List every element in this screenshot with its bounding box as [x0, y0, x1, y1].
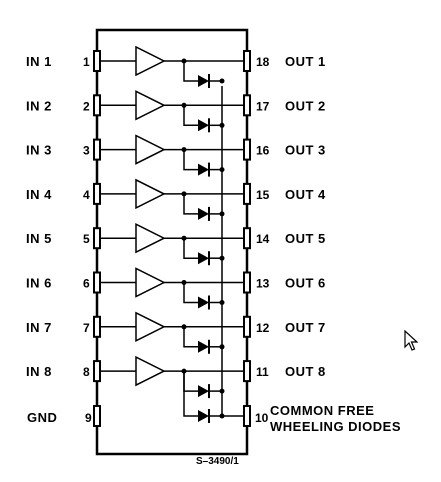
diode-2-triangle	[198, 119, 209, 132]
output-label-7: OUT 7	[285, 320, 326, 335]
input-pin-lead-5	[93, 227, 101, 250]
ic-package-body	[95, 28, 249, 456]
rail-node-6	[219, 300, 225, 305]
gnd-pin-number: 9	[85, 411, 92, 425]
input-label-4: IN 4	[26, 187, 52, 202]
gnd-label: GND	[27, 410, 57, 425]
gnd-pin-lead	[93, 405, 101, 427]
buffer-7	[135, 311, 166, 343]
output-pin-number-5: 14	[256, 232, 270, 246]
diode-8-triangle	[198, 385, 209, 398]
diode-7-triangle	[198, 340, 209, 353]
buffer-6	[135, 267, 166, 298]
common-label-line1: COMMON FREE	[270, 403, 374, 418]
output-pin-lead-2	[243, 94, 251, 117]
output-pin-lead-4	[243, 182, 251, 205]
buffer-4	[135, 178, 166, 210]
input-label-1: IN 1	[26, 54, 52, 69]
gnd-diode-triangle	[198, 410, 209, 422]
input-label-8: IN 8	[26, 364, 52, 379]
input-label-3: IN 3	[26, 143, 52, 158]
output-pin-number-8: 11	[256, 365, 269, 379]
diode-4-triangle	[198, 207, 209, 220]
buffer-2	[135, 90, 166, 121]
rail-node-1	[219, 78, 225, 84]
input-pin-number-1: 1	[83, 55, 90, 69]
drawing-reference: S–3490/1	[196, 456, 239, 467]
diode-branch-3	[183, 149, 198, 171]
input-pin-number-8: 8	[83, 365, 90, 379]
output-pin-number-2: 17	[256, 99, 270, 113]
rail-node-2	[219, 122, 225, 128]
gnd-diode-branch	[183, 371, 198, 417]
common-pin-lead	[243, 405, 251, 427]
input-pin-number-5: 5	[83, 232, 90, 246]
rail-node-3	[219, 167, 225, 173]
input-label-2: IN 2	[26, 98, 52, 113]
input-pin-number-7: 7	[83, 321, 90, 335]
rail-node-8	[219, 388, 225, 394]
output-pin-number-7: 12	[256, 321, 270, 335]
output-label-4: OUT 4	[285, 187, 326, 202]
buffer-8	[135, 355, 166, 387]
input-pin-number-6: 6	[83, 277, 90, 291]
buffer-1	[135, 45, 166, 77]
output-pin-lead-7	[243, 315, 251, 338]
input-pin-number-4: 4	[83, 188, 90, 202]
output-label-5: OUT 5	[285, 231, 326, 246]
input-pin-lead-3	[93, 138, 101, 161]
common-rail-node	[219, 413, 225, 419]
input-pin-lead-8	[93, 360, 101, 383]
buffer-3	[135, 134, 166, 165]
input-label-5: IN 5	[26, 231, 52, 246]
diode-branch-6	[183, 282, 198, 304]
rail-node-7	[219, 344, 225, 350]
output-label-3: OUT 3	[285, 143, 326, 158]
diode-1-triangle	[198, 75, 209, 87]
input-pin-lead-1	[93, 50, 101, 72]
diode-5-triangle	[198, 252, 209, 265]
mouse-pointer-icon	[404, 330, 418, 351]
diode-branch-4	[183, 193, 198, 215]
output-pin-number-4: 15	[256, 188, 270, 202]
output-pin-number-1: 18	[256, 55, 270, 69]
common-label-line2: WHEELING DIODES	[270, 419, 401, 434]
rail-node-5	[219, 255, 225, 261]
diode-branch-2	[183, 105, 198, 127]
diode-6-triangle	[198, 296, 209, 309]
input-pin-lead-2	[93, 94, 101, 117]
output-pin-lead-5	[243, 227, 251, 250]
diode-branch-7	[183, 326, 198, 348]
common-pin-number: 10	[255, 411, 269, 425]
input-label-6: IN 6	[26, 276, 52, 291]
input-pin-lead-6	[93, 271, 101, 294]
input-pin-lead-7	[93, 315, 101, 338]
buffer-5	[135, 222, 166, 254]
input-pin-lead-4	[93, 182, 101, 205]
input-pin-number-2: 2	[83, 99, 90, 113]
output-label-2: OUT 2	[285, 98, 326, 113]
output-pin-lead-6	[243, 271, 251, 294]
output-pin-lead-1	[243, 50, 251, 72]
input-label-7: IN 7	[26, 320, 52, 335]
diode-branch-8	[183, 371, 198, 392]
output-pin-lead-3	[243, 138, 251, 161]
output-label-8: OUT 8	[285, 364, 326, 379]
output-label-1: OUT 1	[285, 54, 326, 69]
output-label-6: OUT 6	[285, 276, 326, 291]
diode-3-triangle	[198, 163, 209, 176]
diode-branch-1	[183, 61, 198, 82]
output-pin-lead-8	[243, 360, 251, 383]
output-pin-number-3: 16	[256, 144, 270, 158]
output-pin-number-6: 13	[256, 277, 270, 291]
input-pin-number-3: 3	[83, 144, 90, 158]
rail-node-4	[219, 211, 225, 217]
diode-branch-5	[183, 238, 198, 259]
